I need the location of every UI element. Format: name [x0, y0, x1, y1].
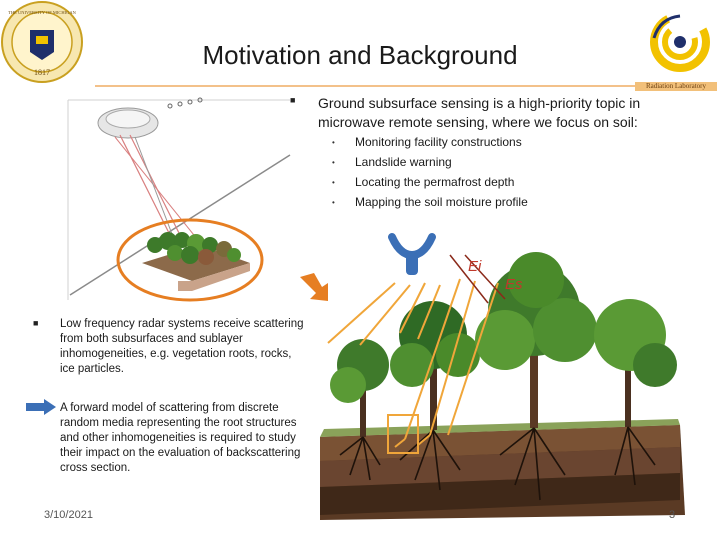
satellite-icon [97, 97, 203, 139]
sub-bullet-dot-icon: • [332, 178, 335, 187]
bullet-low-frequency-text: Low frequency radar systems receive scat… [60, 318, 304, 375]
slide-title: Motivation and Background [202, 40, 518, 70]
seal-year: 1817 [34, 68, 50, 77]
sub-bullet-dot-icon: • [332, 158, 335, 167]
lab-banner-text: Radiation Laboratory [645, 82, 707, 90]
page-number: 3 [669, 509, 676, 521]
sub-bullet-2: Landslide warning [355, 155, 452, 169]
scattered-field-label: Es [505, 276, 523, 293]
incident-field-label: Ei [468, 258, 482, 275]
sub-bullet-dot-icon: • [332, 138, 335, 147]
bullet-main-text: Ground subsurface sensing is a high-prio… [318, 95, 641, 130]
square-bullet-icon: ■ [33, 318, 39, 328]
satellite-sensing-illustration [60, 95, 300, 310]
title-rule [95, 85, 635, 87]
sub-bullet-1: Monitoring facility constructions [355, 135, 522, 149]
sub-bullet-4: Mapping the soil moisture profile [355, 195, 528, 209]
sub-bullet-3: Locating the permafrost depth [355, 175, 515, 189]
blue-arrow-icon [26, 399, 56, 415]
sub-bullet-dot-icon: • [332, 198, 335, 207]
lab-banner-box [635, 82, 717, 91]
radiation-lab-logo-icon [650, 12, 710, 72]
square-bullet-icon: ■ [290, 95, 296, 105]
orange-arrow-icon [300, 273, 328, 301]
forest-soil-illustration [300, 233, 685, 520]
seal-top-text: THE UNIVERSITY OF MICHIGAN [8, 10, 76, 15]
university-seal-icon: 1817 THE UNIVERSITY OF MICHIGAN [1, 1, 83, 83]
bullet-forward-model-text: A forward model of scattering from discr… [60, 402, 301, 474]
antenna-icon [388, 233, 436, 275]
slide-date: 3/10/2021 [44, 509, 93, 521]
